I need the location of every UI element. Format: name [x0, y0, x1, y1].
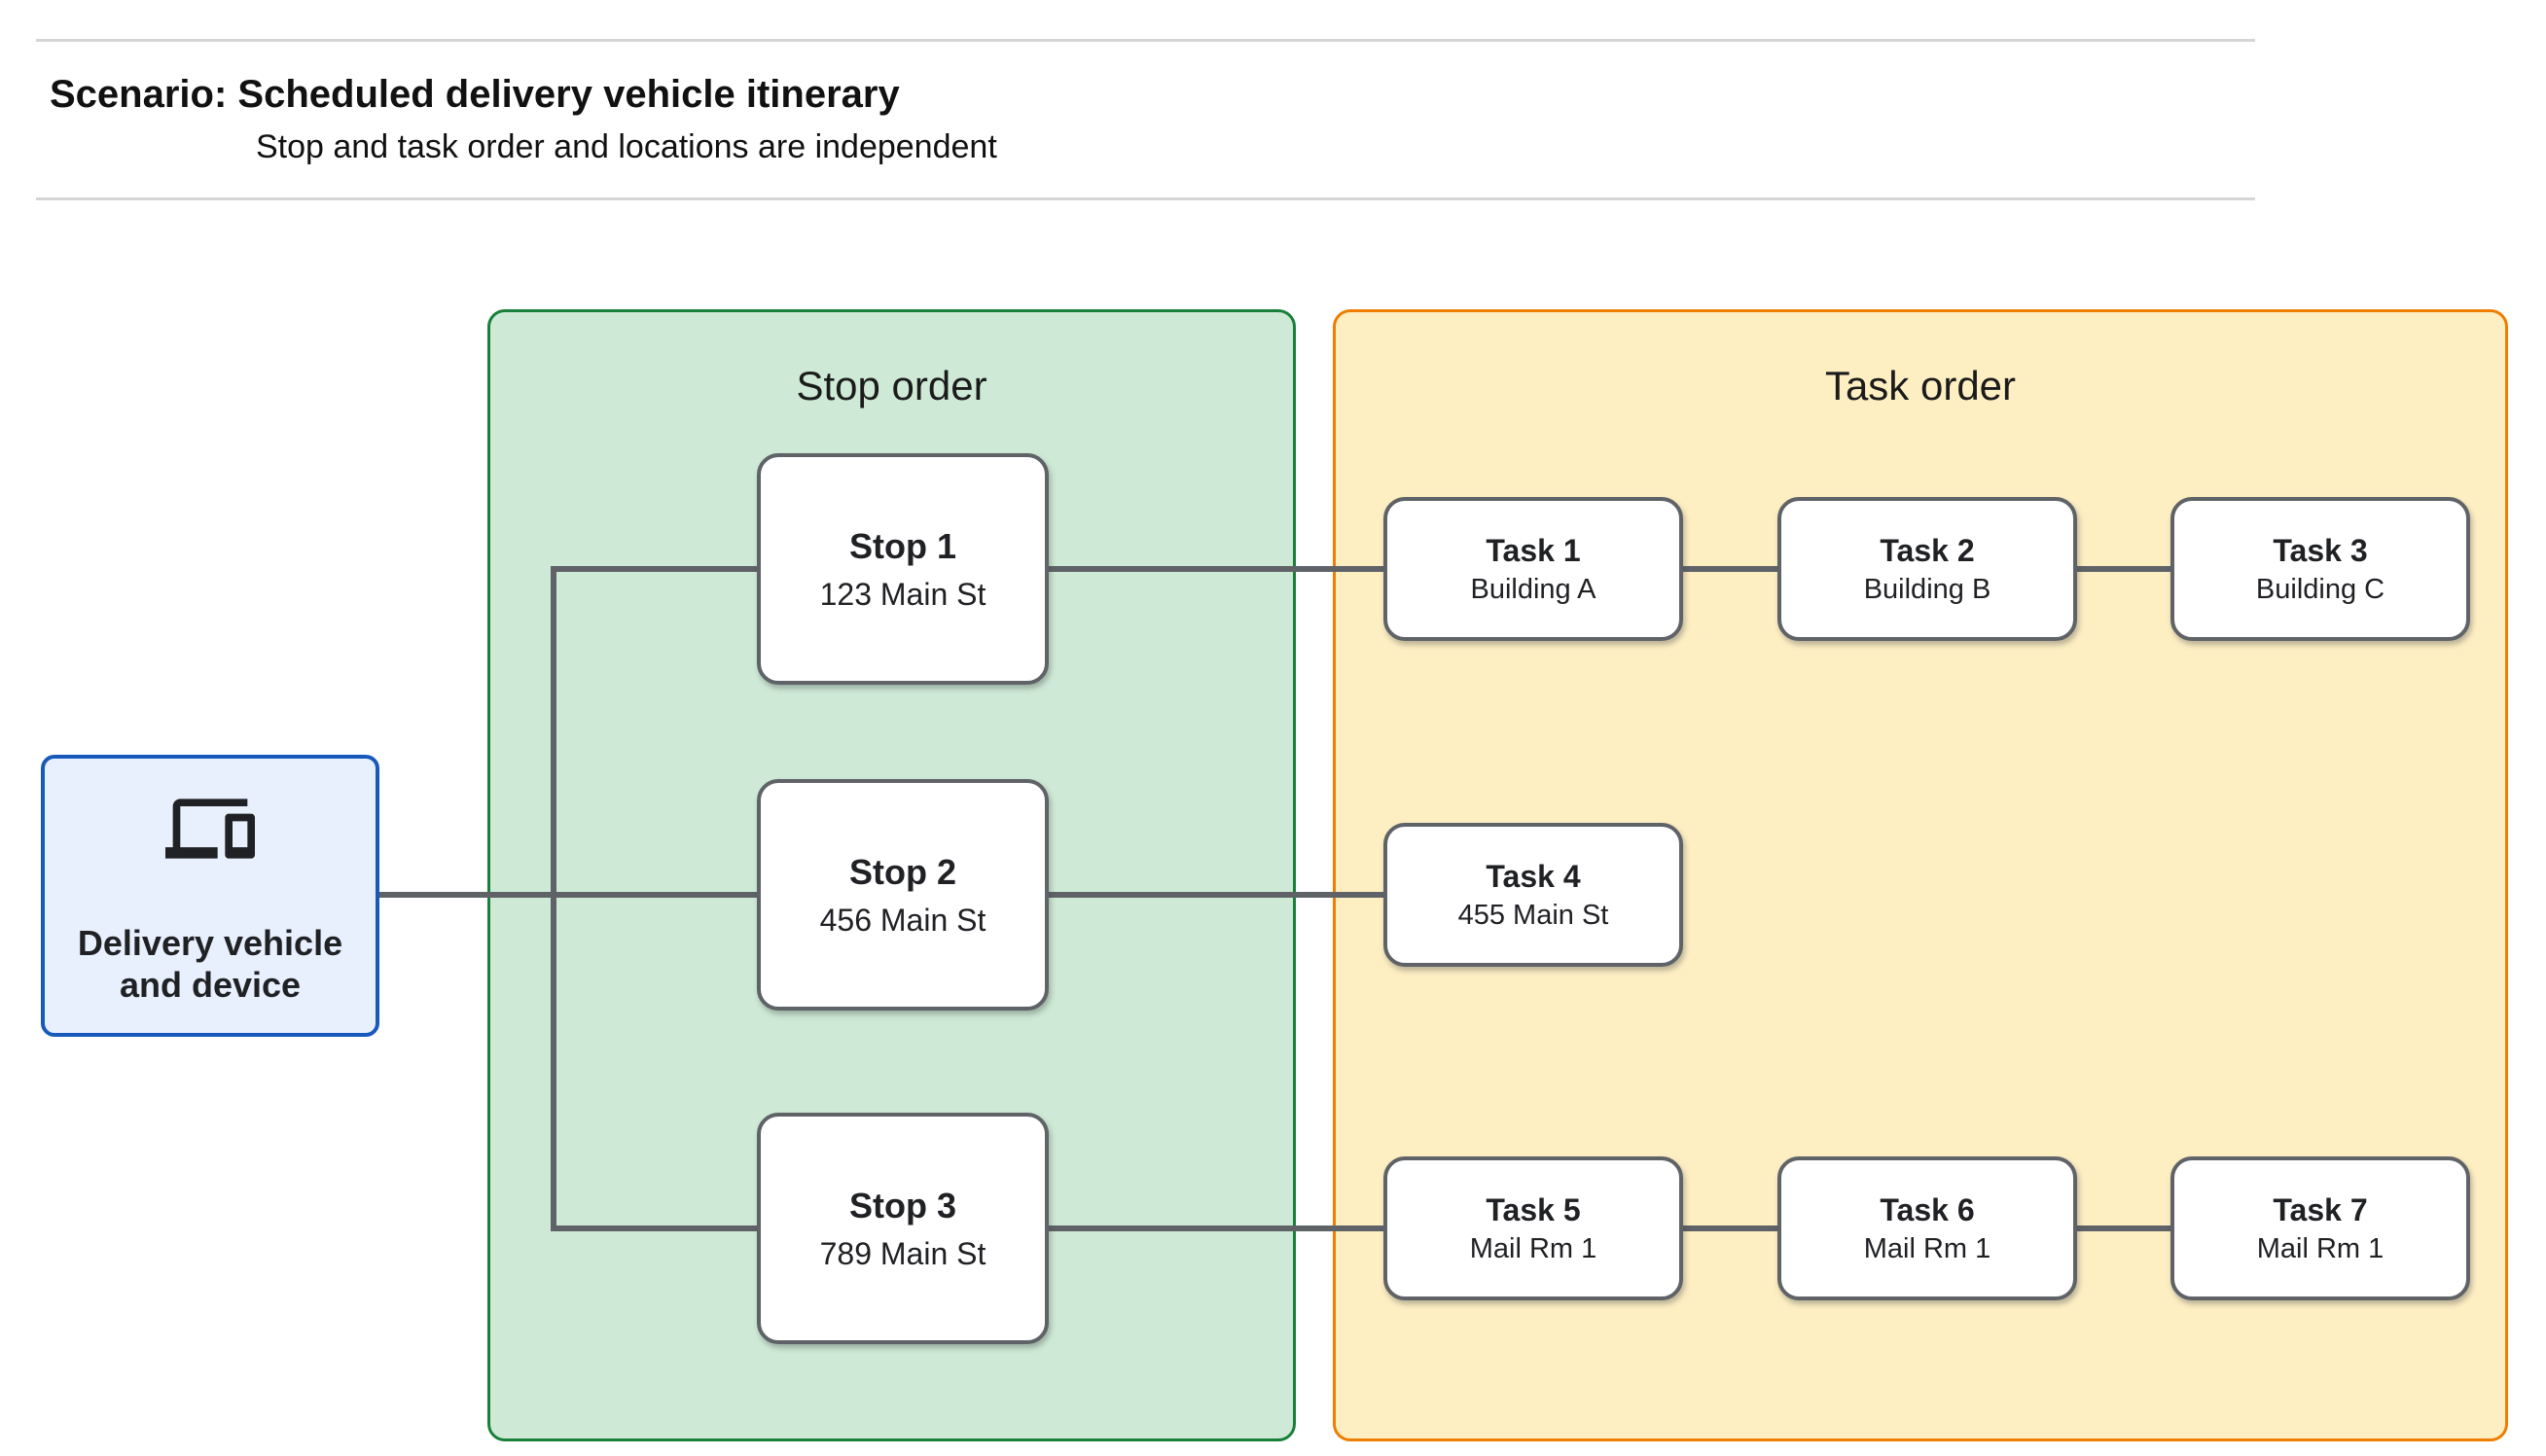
- task-5-location: Mail Rm 1: [1469, 1232, 1597, 1264]
- task-2-name: Task 2: [1880, 532, 1975, 568]
- connector-trunk-vertical: [551, 566, 556, 1231]
- stop-node-3: Stop 3 789 Main St: [757, 1113, 1049, 1344]
- stop-2-name: Stop 2: [848, 851, 956, 892]
- task-7-name: Task 7: [2273, 1191, 2368, 1227]
- stop-node-2: Stop 2 456 Main St: [757, 779, 1049, 1011]
- stop-node-1: Stop 1 123 Main St: [757, 453, 1049, 685]
- task-1-location: Building A: [1470, 573, 1596, 605]
- connector-task1-task2: [1683, 566, 1777, 572]
- task-node-4: Task 4 455 Main St: [1383, 823, 1683, 967]
- devices-icon: [165, 799, 255, 859]
- connector-branch-stop3: [551, 1225, 757, 1231]
- task-6-name: Task 6: [1880, 1191, 1975, 1227]
- task-node-3: Task 3 Building C: [2170, 497, 2470, 641]
- delivery-vehicle-node: Delivery vehicle and device: [41, 755, 379, 1037]
- stop-1-name: Stop 1: [848, 525, 956, 566]
- connector-stop3-task5: [1049, 1225, 1383, 1231]
- vehicle-label-line2: and device: [119, 965, 302, 1006]
- task-node-2: Task 2 Building B: [1777, 497, 2077, 641]
- connector-task6-task7: [2077, 1225, 2170, 1231]
- task-order-panel-title: Task order: [1824, 363, 2017, 408]
- task-3-location: Building C: [2255, 573, 2385, 605]
- task-node-7: Task 7 Mail Rm 1: [2170, 1156, 2470, 1300]
- connector-task2-task3: [2077, 566, 2170, 572]
- task-2-location: Building B: [1863, 573, 1991, 605]
- task-4-name: Task 4: [1486, 858, 1581, 894]
- stop-order-panel-title: Stop order: [796, 363, 987, 408]
- connector-branch-stop1: [551, 566, 757, 572]
- stop-3-location: 789 Main St: [819, 1235, 986, 1271]
- stop-1-location: 123 Main St: [819, 576, 986, 612]
- vehicle-label-line1: Delivery vehicle: [77, 923, 343, 963]
- task-node-6: Task 6 Mail Rm 1: [1777, 1156, 2077, 1300]
- vehicle-label: Delivery vehicle and device: [78, 922, 342, 1006]
- connector-stop2-task4: [1049, 892, 1383, 898]
- stop-2-location: 456 Main St: [819, 902, 986, 938]
- task-5-name: Task 5: [1486, 1191, 1581, 1227]
- connector-vehicle-to-stops: [379, 892, 757, 898]
- task-3-name: Task 3: [2273, 532, 2368, 568]
- scenario-title: Scenario: Scheduled delivery vehicle iti…: [50, 73, 900, 116]
- task-6-location: Mail Rm 1: [1863, 1232, 1991, 1264]
- task-4-location: 455 Main St: [1457, 899, 1609, 931]
- connector-task5-task6: [1683, 1225, 1777, 1231]
- connector-stop1-task1: [1049, 566, 1383, 572]
- task-7-location: Mail Rm 1: [2256, 1232, 2385, 1264]
- header-divider: [36, 197, 2255, 200]
- task-1-name: Task 1: [1486, 532, 1581, 568]
- stop-3-name: Stop 3: [848, 1185, 956, 1225]
- task-node-5: Task 5 Mail Rm 1: [1383, 1156, 1683, 1300]
- task-node-1: Task 1 Building A: [1383, 497, 1683, 641]
- scenario-subtitle: Stop and task order and locations are in…: [256, 128, 997, 165]
- top-divider: [36, 39, 2255, 42]
